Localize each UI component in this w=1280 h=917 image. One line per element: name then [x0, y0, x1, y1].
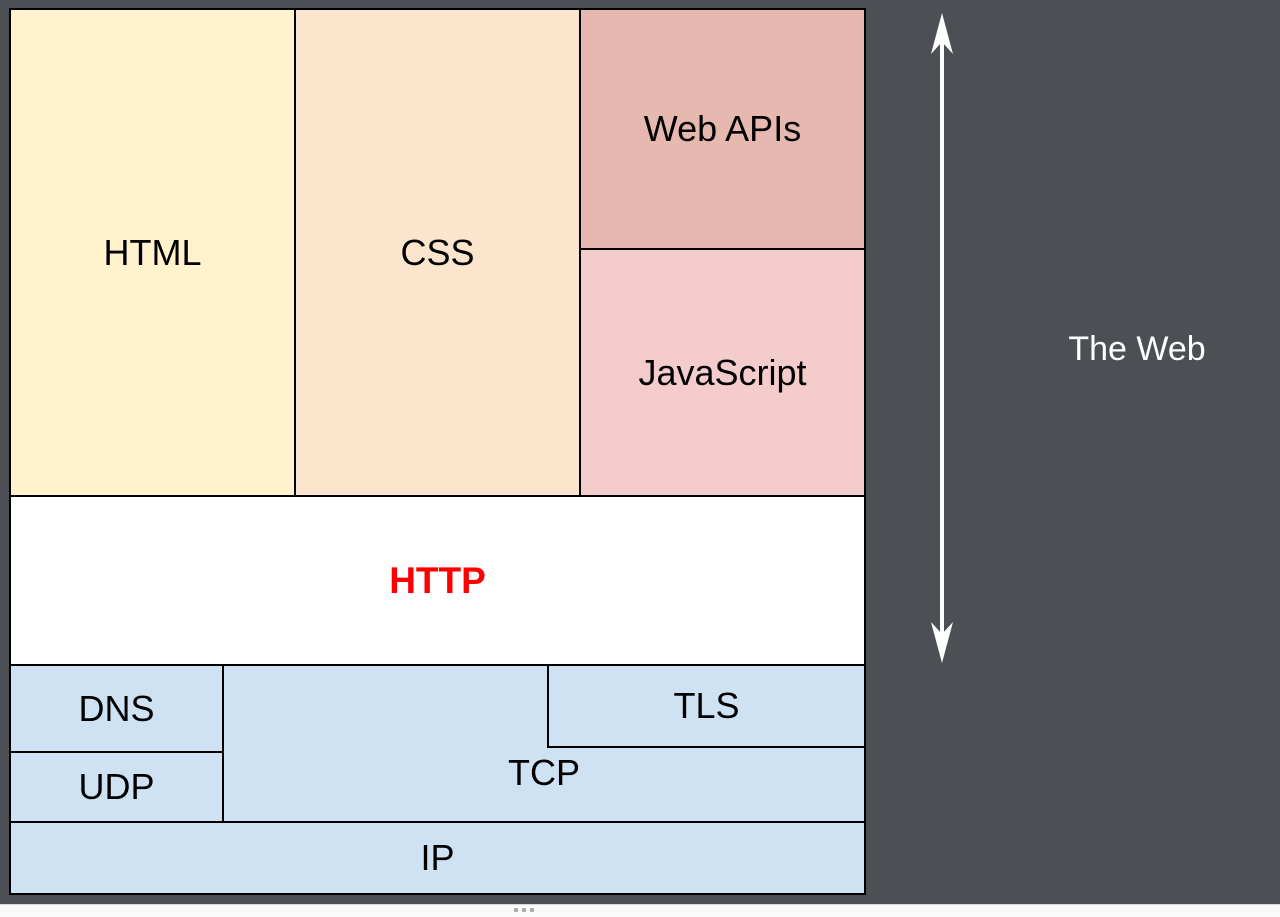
- layer-box-html[interactable]: HTML: [9, 8, 296, 497]
- layer-label-ip: IP: [420, 837, 455, 878]
- layer-box-dns[interactable]: DNS: [9, 664, 224, 753]
- layer-box-http[interactable]: HTTP: [9, 495, 866, 666]
- layer-box-css[interactable]: CSS: [294, 8, 581, 497]
- layer-label-tcp: TCP: [508, 751, 580, 793]
- double-arrow-icon[interactable]: [916, 10, 968, 666]
- layer-label-css: CSS: [400, 231, 475, 273]
- layer-label-javascript: JavaScript: [638, 351, 807, 393]
- layer-label-web-apis: Web APIs: [643, 108, 802, 149]
- layer-box-web-apis[interactable]: Web APIs: [579, 8, 866, 250]
- layer-box-udp[interactable]: UDP: [9, 751, 224, 823]
- the-web-label[interactable]: The Web: [1068, 330, 1206, 368]
- layer-label-dns: DNS: [78, 687, 155, 729]
- canvas-resize-handle-icon[interactable]: [514, 908, 534, 912]
- layer-box-tls[interactable]: TLS: [547, 664, 866, 748]
- layer-box-ip[interactable]: IP: [9, 821, 866, 895]
- canvas-bottom-strip: [0, 904, 1280, 917]
- layer-box-javascript[interactable]: JavaScript: [579, 248, 866, 497]
- layer-label-http: HTTP: [389, 559, 486, 601]
- layer-label-udp: UDP: [78, 766, 155, 807]
- layer-label-html: HTML: [103, 231, 202, 273]
- layer-label-tls: TLS: [673, 685, 740, 726]
